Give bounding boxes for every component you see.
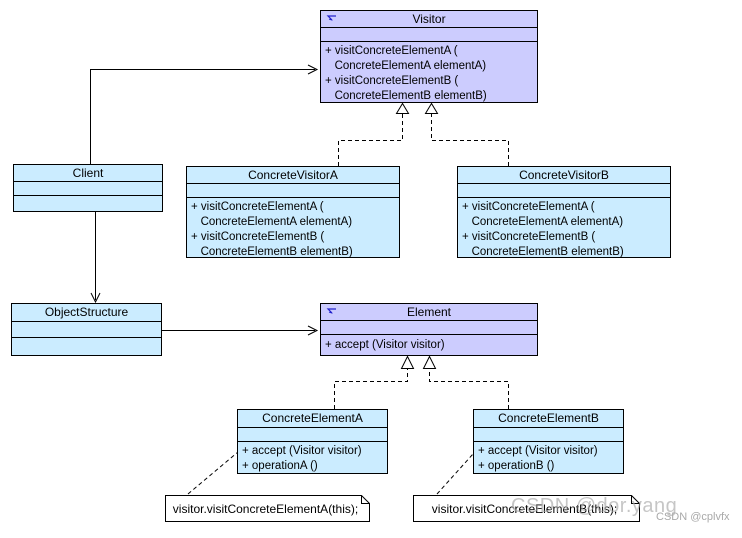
operation: ConcreteElementB elementB) — [462, 246, 624, 258]
class-title: Client — [14, 165, 162, 182]
open-arrowhead-icon — [90, 292, 101, 304]
note-anchor-a — [187, 451, 239, 495]
class-title: ConcreteVisitorA — [187, 167, 399, 184]
class-title: ObjectStructure — [12, 304, 161, 322]
operation: + visitConcreteElementA ( — [325, 45, 458, 57]
operation: ConcreteElementB elementB) — [325, 90, 487, 102]
operations-compartment: + accept (Visitor visitor) — [321, 335, 537, 353]
attributes-compartment — [187, 184, 399, 198]
class-name: ConcreteElementA — [262, 411, 363, 425]
note-anchor-b — [436, 453, 474, 495]
operation: + visitConcreteElementB ( — [191, 231, 325, 243]
operation: ConcreteElementA elementA) — [191, 216, 353, 228]
class-name: ConcreteVisitorB — [519, 168, 609, 182]
class-name: ConcreteVisitorA — [248, 168, 338, 182]
class-objectstructure: ObjectStructure — [11, 303, 162, 356]
note-fold-icon — [361, 495, 370, 504]
operation: + accept (Visitor visitor) — [242, 445, 362, 457]
operations-compartment — [12, 338, 161, 340]
open-arrowhead-icon — [307, 325, 319, 336]
note-a-shape — [165, 495, 370, 522]
class-title: Visitor — [321, 11, 537, 28]
attributes-compartment — [321, 321, 537, 335]
operation: + visitConcreteElementB ( — [325, 75, 459, 87]
class-name: Client — [72, 166, 104, 180]
class-title: ConcreteElementA — [238, 410, 387, 428]
class-concreteelementb: ConcreteElementB + accept (Visitor visit… — [473, 409, 624, 474]
class-name: Element — [406, 305, 452, 319]
operations-compartment: + accept (Visitor visitor) + operationB … — [474, 442, 623, 474]
attributes-compartment — [14, 182, 162, 196]
class-title: Element — [321, 304, 537, 321]
operation: + visitConcreteElementB ( — [462, 231, 596, 243]
operations-compartment — [14, 196, 162, 198]
note-fold-icon — [631, 495, 640, 504]
realization-concretevisitorb-visitor — [431, 114, 509, 166]
hollow-triangle-icon — [395, 102, 410, 114]
operation: + visitConcreteElementA ( — [191, 201, 324, 213]
operation: + visitConcreteElementA ( — [462, 201, 595, 213]
realization-concretevisitora-visitor — [338, 114, 403, 166]
class-client: Client — [13, 164, 163, 212]
watermark-small: CSDN @cplvfx — [656, 511, 730, 523]
operation: + accept (Visitor visitor) — [478, 445, 598, 457]
class-concretevisitora: ConcreteVisitorA + visitConcreteElementA… — [186, 166, 400, 258]
operation: + accept (Visitor visitor) — [325, 339, 445, 351]
operations-compartment: + visitConcreteElementA ( ConcreteElemen… — [187, 198, 399, 260]
operation: ConcreteElementA elementA) — [325, 60, 487, 72]
note-a-text: visitor.visitConcreteElementA(this); — [172, 501, 359, 516]
hollow-triangle-icon — [424, 102, 439, 114]
interface-icon — [326, 15, 336, 21]
operations-compartment: + visitConcreteElementA ( ConcreteElemen… — [458, 198, 670, 260]
class-visitor: Visitor + visitConcreteElementA ( Concre… — [320, 10, 538, 103]
class-name: Visitor — [412, 12, 446, 26]
class-title: ConcreteVisitorB — [458, 167, 670, 184]
attributes-compartment — [458, 184, 670, 198]
realization-concreteelementa-element — [334, 369, 408, 409]
operations-compartment: + accept (Visitor visitor) + operationA … — [238, 442, 387, 474]
class-concreteelementa: ConcreteElementA + accept (Visitor visit… — [237, 409, 388, 474]
note-b-text: visitor.visitConcreteElementB(this); — [431, 501, 618, 516]
attributes-compartment — [238, 428, 387, 442]
class-concretevisitorb: ConcreteVisitorB + visitConcreteElementA… — [457, 166, 671, 258]
class-element: Element + accept (Visitor visitor) — [320, 303, 538, 356]
operation: ConcreteElementB elementB) — [191, 246, 353, 258]
operation: + operationB () — [478, 460, 555, 472]
open-arrowhead-icon — [307, 64, 319, 75]
attributes-compartment — [321, 28, 537, 42]
attributes-compartment — [12, 322, 161, 338]
operation: ConcreteElementA elementA) — [462, 216, 624, 228]
realization-concreteelementb-element — [429, 369, 509, 409]
note-b-shape — [413, 495, 640, 522]
association-client-visitor — [90, 69, 315, 164]
attributes-compartment — [474, 428, 623, 442]
class-title: ConcreteElementB — [474, 410, 623, 428]
operation: + operationA () — [242, 460, 318, 472]
watermark-large: CSDN @dor.yang — [511, 495, 678, 517]
hollow-triangle-icon — [400, 355, 415, 369]
class-name: ObjectStructure — [44, 305, 129, 319]
hollow-triangle-icon — [422, 355, 437, 369]
class-name: ConcreteElementB — [498, 411, 599, 425]
operations-compartment: + visitConcreteElementA ( ConcreteElemen… — [321, 42, 537, 104]
interface-icon — [326, 308, 336, 314]
